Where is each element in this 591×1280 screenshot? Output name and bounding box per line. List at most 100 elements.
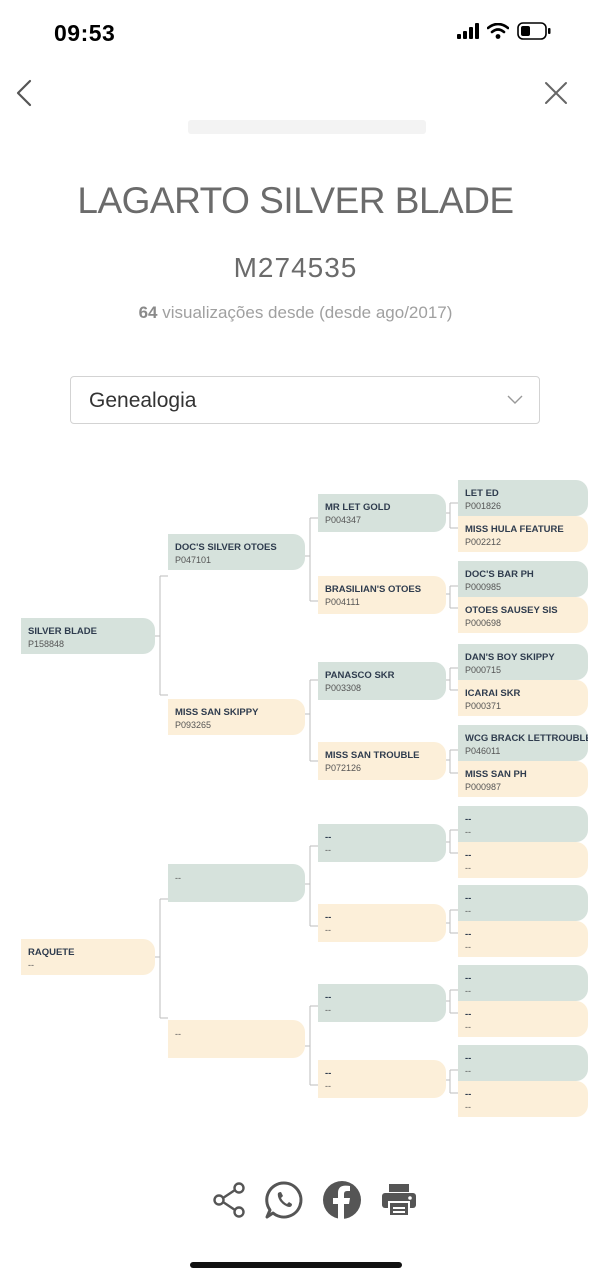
node-code: -- [175,873,181,883]
pedigree-node[interactable]: -- -- [458,1001,588,1037]
views-text: visualizações desde [162,303,315,322]
node-name: -- [465,929,472,940]
node-code: P000715 [465,665,502,675]
node-code: -- [325,1081,331,1091]
node-code: P158848 [28,639,65,649]
node-code: -- [465,1066,471,1076]
horse-name-title: LAGARTO SILVER BLADE [77,180,514,221]
node-code: P000985 [465,582,502,592]
node-code: P046011 [465,746,501,756]
node-name: RAQUETE [28,947,75,958]
node-code: -- [465,906,471,916]
node-code: -- [465,986,471,996]
home-indicator [190,1262,402,1268]
print-icon[interactable] [380,1182,418,1218]
pedigree-node[interactable]: WCG BRACK LETTROUBLE P046011 [458,725,588,761]
pedigree-node[interactable]: -- -- [318,824,446,862]
node-name: WCG BRACK LETTROUBLE [465,733,588,744]
pedigree-node[interactable]: DAN'S BOY SKIPPY P000715 [458,644,588,680]
node-name: DAN'S BOY SKIPPY [465,652,555,663]
signal-icon [457,23,479,39]
section-select[interactable]: Genealogia [70,376,540,424]
node-code: -- [325,925,331,935]
node-name: -- [465,1053,472,1064]
whatsapp-icon[interactable] [264,1180,304,1220]
battery-icon [517,22,551,40]
node-name: DOC'S BAR PH [465,569,534,580]
pedigree-node[interactable]: DOC'S BAR PH P000985 [458,561,588,597]
pedigree-node[interactable]: MISS SAN SKIPPY P093265 [168,699,305,735]
back-icon[interactable] [12,78,38,108]
node-code: -- [465,827,471,837]
status-icons [457,22,551,40]
pedigree-node[interactable]: -- -- [458,921,588,957]
chevron-down-icon [507,395,523,404]
pedigree-node[interactable]: DOC'S SILVER OTOES P047101 [168,534,305,570]
pedigree-node[interactable]: -- -- [458,1045,588,1081]
pedigree-tree: SILVER BLADE P158848 RAQUETE -- DOC'S SI… [0,460,591,1140]
section-select-value: Genealogia [89,389,197,412]
node-code: P093265 [175,720,212,730]
pedigree-node[interactable]: -- -- [458,1081,588,1117]
share-icon[interactable] [212,1182,246,1218]
pedigree-node[interactable]: -- -- [318,904,446,942]
pedigree-node[interactable]: ICARAI SKR P000371 [458,680,588,716]
node-name: MISS SAN PH [465,769,527,780]
pedigree-node[interactable]: PANASCO SKR P003308 [318,662,446,700]
node-code: -- [28,960,34,970]
node-name: -- [465,973,472,984]
pedigree-connectors [155,502,458,1094]
pedigree-node[interactable]: -- -- [318,984,446,1022]
status-time: 09:53 [54,20,116,46]
node-code: P003308 [325,683,362,693]
node-name: -- [465,893,472,904]
node-name: BRASILIAN'S OTOES [325,584,422,595]
views-since: (desde ago/2017) [319,303,453,322]
pedigree-node[interactable]: MISS SAN TROUBLE P072126 [318,742,446,780]
node-name: -- [325,912,332,923]
pedigree-node[interactable]: -- -- [458,885,588,921]
node-name: ICARAI SKR [465,688,521,699]
node-name: SILVER BLADE [28,626,97,637]
node-name: DOC'S SILVER OTOES [175,542,277,553]
wifi-icon [487,23,509,39]
pedigree-node[interactable]: -- [168,1020,305,1058]
node-code: P000698 [465,618,502,628]
node-code: -- [325,1005,331,1015]
node-code: P047101 [175,555,212,565]
pedigree-node[interactable]: MR LET GOLD P004347 [318,494,446,532]
node-name: MISS SAN SKIPPY [175,707,259,718]
node-code: P002212 [465,537,502,547]
node-name: -- [465,1089,472,1100]
node-name: -- [465,850,472,861]
node-code: P004111 [325,597,360,607]
node-name: -- [465,1009,472,1020]
pedigree-node[interactable]: -- [168,864,305,902]
pedigree-node[interactable]: MISS SAN PH P000987 [458,761,588,797]
share-row [212,1180,418,1220]
pedigree-node[interactable]: -- -- [318,1060,446,1098]
node-code: -- [465,1102,471,1112]
pedigree-node[interactable]: LET ED P001826 [458,480,588,516]
pedigree-node[interactable]: -- -- [458,842,588,878]
pedigree-node[interactable]: -- -- [458,806,588,842]
node-code: -- [465,863,471,873]
node-name: MISS HULA FEATURE [465,524,564,535]
node-code: P072126 [325,763,362,773]
facebook-icon[interactable] [322,1180,362,1220]
node-name: MR LET GOLD [325,502,391,513]
pedigree-node[interactable]: OTOES SAUSEY SIS P000698 [458,597,588,633]
pedigree-node[interactable]: MISS HULA FEATURE P002212 [458,516,588,552]
node-code: -- [465,942,471,952]
node-name: LET ED [465,488,499,499]
close-icon[interactable] [543,80,569,106]
node-name: -- [325,1068,332,1079]
node-name: PANASCO SKR [325,670,395,681]
pedigree-node[interactable]: -- -- [458,965,588,1001]
node-code: -- [465,1022,471,1032]
pedigree-node-sire[interactable]: SILVER BLADE P158848 [21,618,155,654]
pedigree-node[interactable]: BRASILIAN'S OTOES P004111 [318,576,446,614]
node-name: -- [325,992,332,1003]
node-code: P004347 [325,515,362,525]
pedigree-node-dam[interactable]: RAQUETE -- [21,939,155,975]
